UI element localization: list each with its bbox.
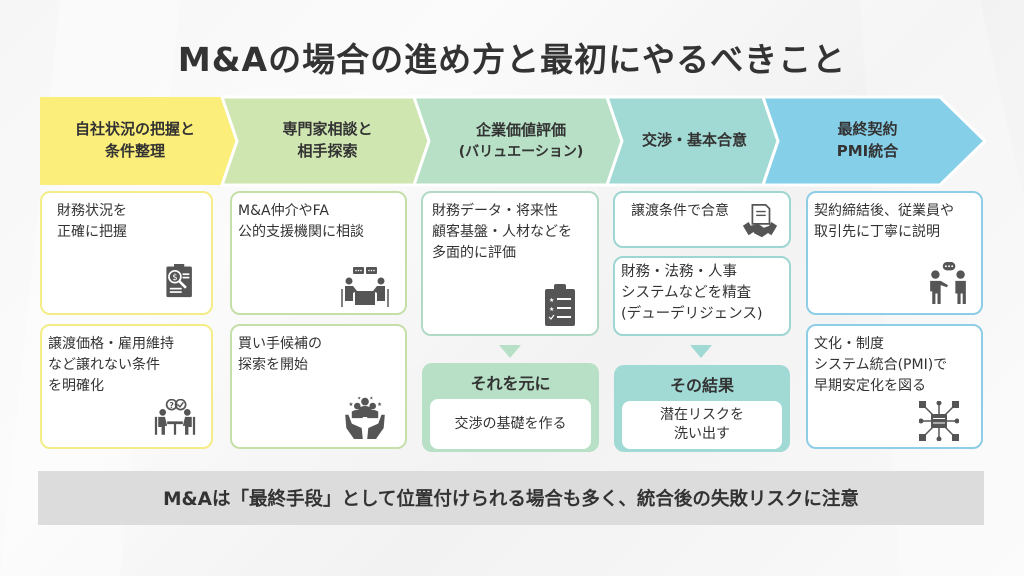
step-3-label: 企業価値評価(バリュエーション) — [458, 120, 584, 160]
step-1-card-1: 財務状況を 正確に把握 $ — [40, 191, 213, 315]
step-4-card-2: 財務・法務・人事 システムなどを精査 (デューデリジェンス) — [613, 256, 791, 336]
step-4-card-1: 譲渡条件で合意 — [613, 191, 791, 248]
svg-text:★: ★ — [357, 395, 361, 401]
explaining-people-icon — [930, 262, 966, 304]
financial-report-search-icon: $ — [166, 264, 192, 298]
svg-text:★: ★ — [549, 306, 554, 313]
card-text: 財務・法務・人事 システムなどを精査 (デューデリジェンス) — [621, 264, 763, 323]
card-text: 文化・制度 システム統合(PMI)で 早期安定化を図る — [814, 336, 948, 394]
card-text: 買い手候補の 探索を開始 — [238, 336, 322, 373]
step-3-result: それを元に 交渉の基礎を作る — [422, 363, 599, 452]
handshake-contract-icon — [742, 204, 778, 238]
result-heading: それを元に — [470, 374, 551, 393]
step-1-label: 自社状況の把握と条件整理 — [74, 120, 195, 160]
card-text: 財務状況を 正確に把握 — [57, 203, 127, 240]
step-4-result: その結果 潜在リスクを 洗い出す — [614, 365, 790, 452]
footer-note: M&Aは「最終手段」として位置付けられる場合も多く、統合後の失敗リスクに注意 — [38, 471, 984, 525]
card-text: 財務データ・将来性 顧客基盤・人材などを 多面的に評価 — [432, 203, 572, 261]
result-body: 潜在リスクを 洗い出す — [622, 401, 782, 449]
negotiation-meeting-icon: ? — [154, 399, 196, 435]
card-text: 譲渡条件で合意 — [631, 203, 729, 219]
step-4-label: 交渉・基本合意 — [641, 131, 747, 150]
result-body: 交渉の基礎を作る — [430, 399, 591, 449]
page-title: M&Aの場合の進め方と最初にやるべきこと — [177, 40, 847, 79]
step-2-label: 専門家相談と相手探索 — [282, 120, 373, 160]
step-1-card-2: 譲渡価格・雇用維持 など譲れない条件 を明確化 ? — [40, 324, 213, 449]
step-2-card-1: M&A仲介やFA 公的支援機関に相談 — [230, 191, 407, 315]
arrow-down-icon — [499, 345, 521, 358]
svg-text:$: $ — [172, 273, 177, 283]
arrow-down-icon — [690, 345, 712, 358]
card-text: 譲渡価格・雇用維持 など譲れない条件 を明確化 — [48, 336, 174, 394]
checklist-clipboard-icon: ★ ★ — [545, 284, 575, 326]
chevron-step-1 — [40, 97, 237, 185]
hands-holding-people-icon: ★ ★ ★ ★ — [345, 395, 385, 439]
card-text: 契約締結後、従業員や 取引先に丁寧に説明 — [814, 203, 954, 240]
svg-text:★: ★ — [369, 395, 373, 401]
step-5-card-1: 契約締結後、従業員や 取引先に丁寧に説明 — [806, 191, 983, 315]
step-5-card-2: 文化・制度 システム統合(PMI)で 早期安定化を図る — [806, 324, 983, 449]
step-2-card-2: 買い手候補の 探索を開始 ★ ★ ★ ★ — [230, 324, 407, 449]
system-integration-network-icon — [919, 401, 959, 441]
svg-text:?: ? — [169, 401, 174, 410]
result-heading: その結果 — [669, 376, 734, 395]
consultation-meeting-icon — [341, 267, 389, 307]
step-3-card-1: 財務データ・将来性 顧客基盤・人材などを 多面的に評価 ★ ★ — [421, 191, 599, 336]
card-text: M&A仲介やFA 公的支援機関に相談 — [238, 203, 364, 240]
svg-text:★: ★ — [349, 402, 354, 408]
svg-text:★: ★ — [549, 297, 554, 304]
svg-text:★: ★ — [377, 402, 382, 408]
chevron-step-5 — [760, 95, 988, 187]
